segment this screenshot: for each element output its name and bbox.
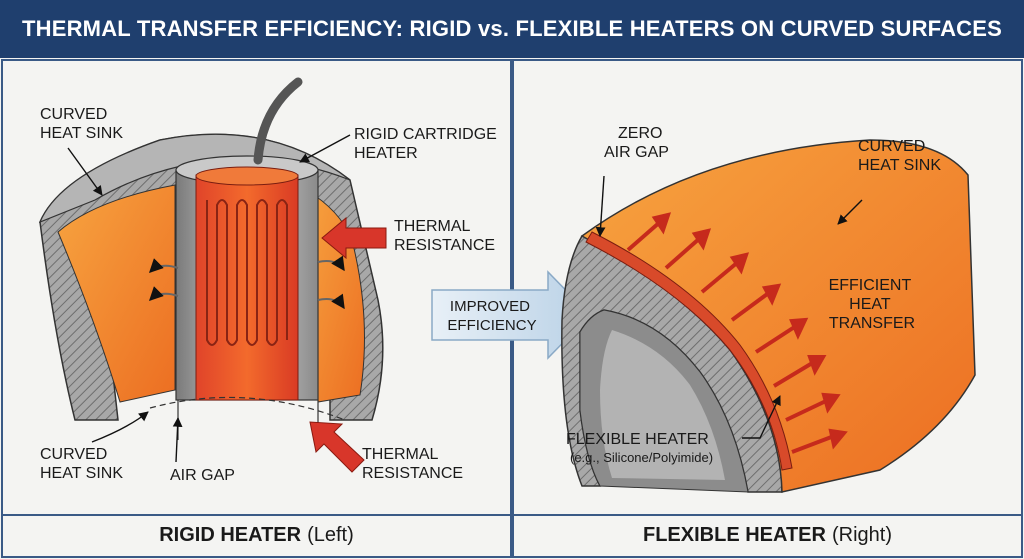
diagram-canvas: CURVED HEAT SINK RIGID CARTRIDGE HEATER … <box>1 59 1023 558</box>
label-curved-heat-sink-right: CURVED HEAT SINK <box>858 138 941 174</box>
label-rigid-cartridge-heater: RIGID CARTRIDGE HEATER <box>354 126 501 162</box>
page-title: THERMAL TRANSFER EFFICIENCY: RIGID vs. F… <box>0 0 1024 58</box>
label-efficient-heat-transfer: EFFICIENT HEAT TRANSFER <box>829 277 916 332</box>
label-improved-efficiency: IMPROVED EFFICIENCY <box>447 298 536 334</box>
rigid-heat-sink-drawing <box>38 77 387 473</box>
label-flexible-heater: FLEXIBLE HEATER <box>566 431 709 448</box>
right-caption-rest: (Right) <box>831 523 892 546</box>
label-curved-heat-sink-top: CURVED HEAT SINK <box>40 106 123 142</box>
label-air-gap: AIR GAP <box>170 467 235 484</box>
thermal-resistance-arrow <box>321 216 387 260</box>
label-thermal-resistance-2: THERMAL RESISTANCE <box>362 446 463 482</box>
label-zero-air-gap: ZERO AIR GAP <box>604 125 669 161</box>
thermal-resistance-arrow-bottom <box>309 421 365 473</box>
left-caption-rest: (Left) <box>307 523 354 546</box>
flexible-heat-sink-drawing <box>561 139 976 493</box>
right-caption: FLEXIBLE HEATER (Right) <box>513 515 1022 555</box>
left-caption: RIGID HEATER (Left) <box>2 515 511 555</box>
label-flexible-heater-example: (e.g., Silicone/Polyimide) <box>570 450 713 465</box>
label-curved-heat-sink-bottom: CURVED HEAT SINK <box>40 446 123 482</box>
right-caption-bold: FLEXIBLE HEATER <box>643 523 826 546</box>
label-thermal-resistance-1: THERMAL RESISTANCE <box>394 218 495 254</box>
left-caption-box <box>1 514 512 558</box>
left-caption-bold: RIGID HEATER <box>159 523 302 546</box>
right-caption-box <box>512 514 1023 558</box>
